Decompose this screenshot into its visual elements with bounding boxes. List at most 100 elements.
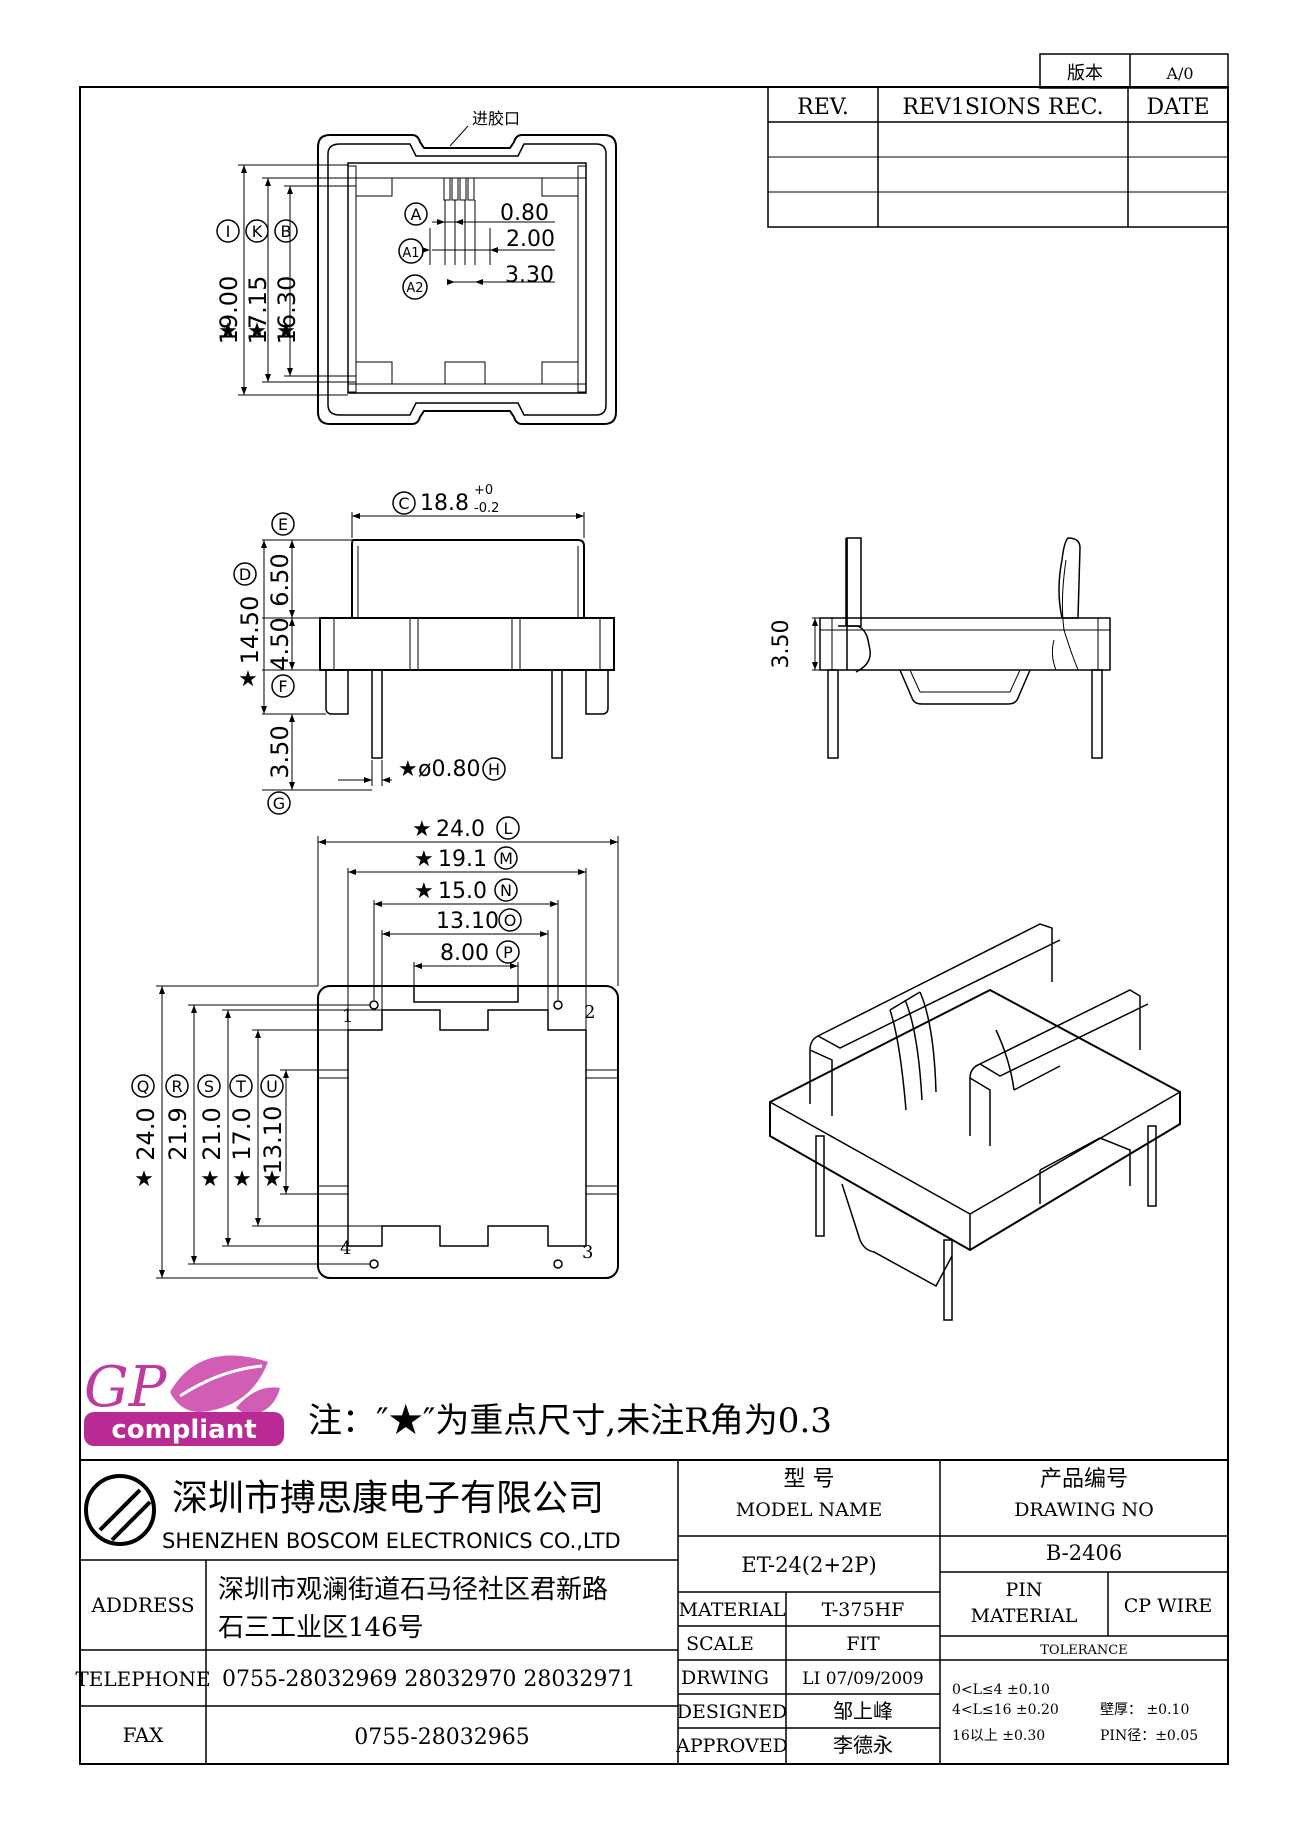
dim-F-value: 4.50: [266, 617, 294, 670]
fax-label: FAX: [123, 1723, 165, 1747]
isometric-view: [769, 923, 1181, 1321]
svg-text:★: ★: [414, 879, 434, 904]
model-value: ET-24(2+2P): [741, 1553, 876, 1577]
side-dim-value: 3.50: [769, 620, 794, 669]
dim-A1: A1 2.00: [398, 227, 555, 264]
dim-G: G 3.50: [266, 725, 294, 815]
svg-text:L: L: [504, 819, 513, 838]
dim-K-value: 17.15: [244, 276, 272, 345]
tolerance-line-3: 16以上 ±0.30: [952, 1728, 1045, 1744]
svg-text:S: S: [204, 1077, 214, 1096]
dim-K: K 17.15 ★: [244, 219, 272, 345]
svg-text:G: G: [273, 794, 285, 813]
dim-Q-value: 24.0: [132, 1107, 160, 1160]
compliant-word: compliant: [111, 1415, 256, 1445]
model-label-cn: 型 号: [784, 1467, 835, 1492]
tolerance-line-1: 0<L≤4 ±0.10: [952, 1682, 1050, 1698]
dim-A-value: 0.80: [500, 201, 549, 226]
version-box: 版本 A/0: [1039, 53, 1229, 89]
address-line2: 石三工业区146号: [218, 1613, 424, 1643]
dim-overall-height-value: 14.50: [236, 596, 264, 665]
telephone-label: TELEPHONE: [75, 1667, 210, 1691]
dim-L-value: 24.0: [436, 817, 485, 842]
dim-R-value: 21.9: [164, 1107, 192, 1160]
dim-I: I 19.00 ★: [215, 219, 243, 344]
front-view: C 18.8 +0 -0.2 E D 6.50 14.50 ★: [233, 483, 615, 815]
pin-number-3: 3: [582, 1242, 593, 1263]
svg-text:E: E: [278, 515, 288, 534]
version-label: 版本: [1067, 63, 1103, 84]
model-label-en: MODEL NAME: [736, 1499, 882, 1521]
svg-text:R: R: [171, 1077, 182, 1096]
date-header: DATE: [1146, 95, 1209, 120]
svg-text:★: ★: [262, 1167, 282, 1192]
dim-P: 8.00 P: [440, 940, 520, 966]
small-leaf-icon: [236, 1387, 280, 1416]
svg-text:★: ★: [414, 847, 434, 872]
tolerance-line-2: 4<L≤16 ±0.20: [952, 1702, 1059, 1718]
side-view: 3.50: [769, 537, 1111, 759]
pin-material-label-1: PIN: [1006, 1579, 1043, 1601]
address-line1: 深圳市观澜街道石马径社区君新路: [218, 1575, 608, 1605]
dim-P-value: 8.00: [440, 941, 489, 966]
svg-text:F: F: [278, 677, 287, 696]
address-label: ADDRESS: [90, 1593, 194, 1617]
dim-R: R 21.9: [164, 1074, 192, 1161]
pin-number-4: 4: [340, 1238, 351, 1259]
svg-text:U: U: [266, 1077, 278, 1096]
dim-D: D 6.50: [233, 553, 294, 607]
dim-A2-value: 3.30: [505, 263, 554, 288]
revisions-header: REV1SIONS REC.: [902, 95, 1103, 120]
svg-text:★: ★: [247, 319, 267, 344]
dim-O-value: 13.10: [436, 909, 499, 934]
tolerance-label: TOLERANCE: [1040, 1643, 1127, 1658]
material-label: MATERIAL: [679, 1599, 786, 1621]
svg-text:★: ★: [232, 1167, 252, 1192]
svg-text:A2: A2: [406, 281, 423, 296]
dim-B: B 16.30 ★: [273, 219, 301, 345]
approved-value: 李德永: [833, 1733, 893, 1757]
approved-label: APPROVED: [675, 1735, 788, 1757]
dim-L: ★ 24.0 L: [412, 816, 520, 842]
fax-value: 0755-28032965: [354, 1725, 529, 1750]
svg-text:T: T: [235, 1077, 246, 1096]
dim-Q: Q 24.0 ★: [131, 1074, 160, 1192]
pin-material-value: CP WIRE: [1124, 1595, 1213, 1617]
pin-material-label-2: MATERIAL: [971, 1605, 1078, 1627]
company-name-cn: 深圳市搏思康电子有限公司: [172, 1478, 604, 1519]
dim-A2: A2 3.30: [402, 263, 554, 300]
drawing-note: 注：″★″为重点尺寸,未注R角为0.3: [308, 1401, 832, 1441]
svg-text:C: C: [398, 494, 409, 513]
dim-C-tol-plus: +0: [474, 483, 493, 498]
svg-text:★: ★: [218, 319, 238, 344]
dim-D-value: 6.50: [266, 553, 294, 606]
svg-text:K: K: [252, 222, 263, 241]
dim-overall-height: 14.50 ★: [236, 596, 264, 692]
bottom-view: 1 2 3 4 ★ 24.0 L ★ 19.1: [131, 816, 619, 1279]
svg-text:★: ★: [200, 1167, 220, 1192]
tolerance-pin: PIN径：±0.05: [1100, 1728, 1198, 1744]
svg-text:D: D: [239, 565, 251, 584]
dim-S: S 21.0 ★: [197, 1074, 226, 1192]
dim-H: ★ ø0.80 H: [398, 757, 506, 782]
svg-text:★: ★: [412, 817, 432, 842]
svg-text:H: H: [488, 760, 500, 779]
svg-text:N: N: [500, 881, 512, 900]
scale-label: SCALE: [686, 1633, 754, 1655]
designed-label: DESIGNED: [677, 1701, 788, 1723]
pin-number-2: 2: [584, 1002, 595, 1023]
gp-compliant-logo: GP compliant: [84, 1355, 284, 1446]
drawing-label-cn: 产品编号: [1040, 1467, 1128, 1492]
drawing-label-en: DRAWING NO: [1014, 1499, 1154, 1521]
drawing-value: B-2406: [1046, 1541, 1122, 1565]
revision-table: REV. REV1SIONS REC. DATE: [767, 86, 1229, 228]
tolerance-wall: 壁厚： ±0.10: [1100, 1702, 1189, 1718]
svg-text:O: O: [504, 911, 517, 930]
svg-text:★: ★: [134, 1167, 154, 1192]
svg-text:M: M: [499, 849, 513, 868]
dim-B-value: 16.30: [273, 276, 301, 345]
dim-A1-value: 2.00: [506, 227, 555, 252]
gp-letters: GP: [84, 1355, 168, 1420]
material-value: T-375HF: [822, 1599, 905, 1621]
